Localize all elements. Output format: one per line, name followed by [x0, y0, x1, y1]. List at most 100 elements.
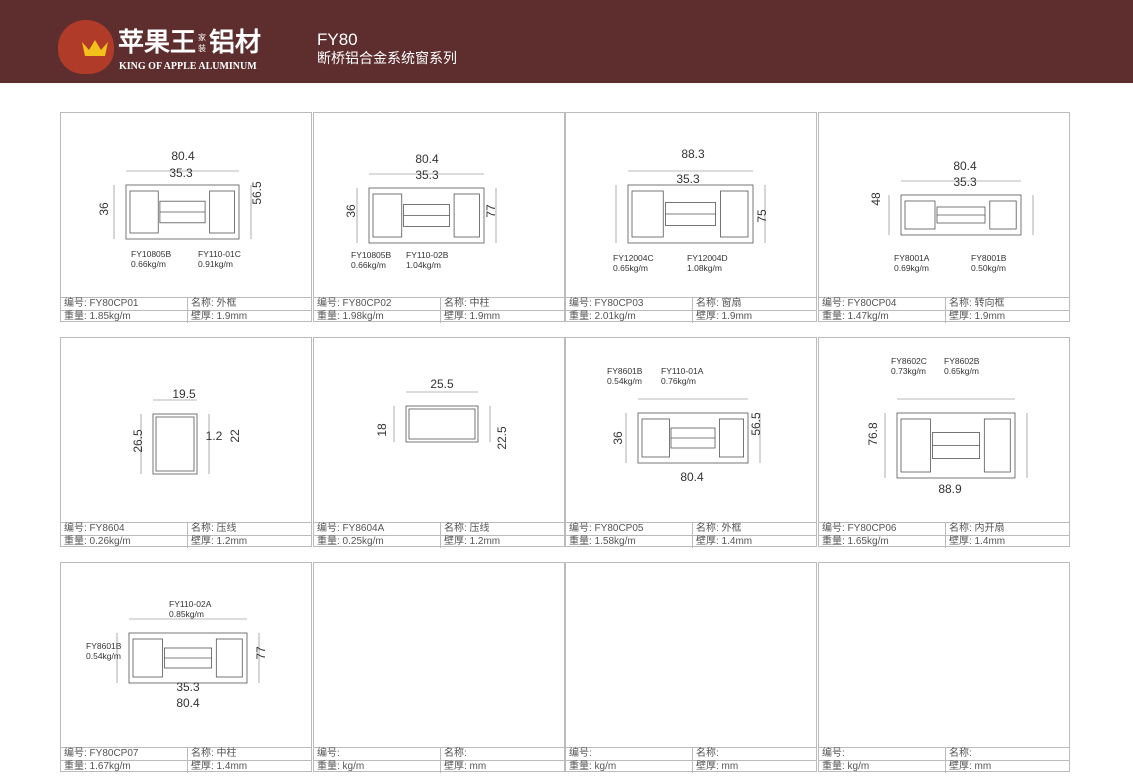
dimension-label: 80.4: [176, 696, 200, 710]
name-field: 名称: 外框: [191, 298, 237, 309]
part-code: FY8601B: [607, 366, 643, 376]
code-field: 编号:: [317, 748, 340, 759]
thickness-field: 壁厚: 1.4mm: [696, 536, 753, 547]
dimension-label: 18: [375, 423, 389, 437]
divider: [314, 760, 564, 761]
part-weight: 0.73kg/m: [891, 366, 926, 376]
dimension-label: 35.3: [676, 172, 700, 186]
code-field: 编号: FY80CP07: [64, 748, 139, 759]
dimension-label: 36: [97, 202, 111, 216]
name-field: 名称: 中柱: [444, 298, 490, 309]
dimension-label: 80.4: [415, 152, 439, 166]
code-field: 编号: FY80CP05: [569, 523, 644, 534]
divider: [945, 298, 946, 323]
thickness-field: 壁厚: 1.4mm: [949, 536, 1006, 547]
part-weight: 0.65kg/m: [613, 263, 648, 273]
weight-field: 重量: kg/m: [569, 761, 617, 772]
profile-drawing: [314, 563, 566, 747]
part-weight: 0.66kg/m: [131, 259, 166, 269]
dimension-label: 35.3: [169, 166, 193, 180]
profile-section-drawing: [615, 170, 766, 244]
divider: [440, 523, 441, 548]
code-field: 编号:: [822, 748, 845, 759]
divider: [440, 298, 441, 323]
divider: [819, 760, 1069, 761]
part-code: FY12004C: [613, 253, 654, 263]
name-field: 名称: 内开扇: [949, 523, 1005, 534]
part-code: FY8602C: [891, 356, 927, 366]
divider: [692, 298, 693, 323]
profile-drawing: 19.5 26.5 1.2 22: [61, 338, 313, 522]
dimension-label: 80.4: [680, 470, 704, 484]
dimension-label: 35.3: [176, 680, 200, 694]
part-code: FY8001B: [971, 253, 1007, 263]
dimension-label: 48: [869, 192, 883, 206]
name-field: 名称: 压线: [191, 523, 237, 534]
name-field: 名称:: [444, 748, 467, 759]
divider: [61, 310, 311, 311]
code-field: 编号: FY8604: [64, 523, 125, 534]
dimension-label: 22.5: [495, 426, 509, 450]
dimension-label: 36: [344, 204, 358, 218]
profile-drawing: 25.5 18 22.5: [314, 338, 566, 522]
profile-section-drawing: [113, 170, 252, 240]
dimension-label: 1.2: [205, 429, 223, 443]
weight-field: 重量: kg/m: [822, 761, 870, 772]
profile-section-drawing: [140, 399, 210, 475]
dimension-label: 26.5: [131, 429, 145, 453]
divider: [61, 535, 311, 536]
name-field: 名称:: [696, 748, 719, 759]
code-field: 编号: FY80CP01: [64, 298, 139, 309]
dimension-label: 36: [611, 431, 625, 445]
series-subtitle: 断桥铝合金系统窗系列: [317, 51, 457, 67]
part-weight: 1.08kg/m: [687, 263, 722, 273]
code-field: 编号: FY8604A: [317, 523, 385, 534]
code-field: 编号: FY80CP06: [822, 523, 897, 534]
weight-field: 重量: 2.01kg/m: [569, 311, 636, 322]
code-field: 编号: FY80CP03: [569, 298, 644, 309]
part-code: FY10805B: [131, 249, 172, 259]
dimension-label: 22: [228, 429, 242, 443]
thickness-field: 壁厚: 1.9mm: [444, 311, 501, 322]
part-weight: 0.65kg/m: [944, 366, 979, 376]
divider: [819, 535, 1069, 536]
divider: [566, 760, 816, 761]
dimension-label: 75: [755, 209, 769, 223]
profile-section-drawing: [356, 173, 497, 244]
dimension-label: 19.5: [172, 387, 196, 401]
name-field: 名称: 压线: [444, 523, 490, 534]
dimension-label: 25.5: [430, 377, 454, 391]
dimension-label: 80.4: [953, 159, 977, 173]
divider: [692, 523, 693, 548]
divider: [187, 298, 188, 323]
divider: [566, 535, 816, 536]
part-weight: 0.69kg/m: [894, 263, 929, 273]
dimension-label: 35.3: [415, 168, 439, 182]
part-code: FY12004D: [687, 253, 728, 263]
name-field: 名称: 外框: [696, 523, 742, 534]
